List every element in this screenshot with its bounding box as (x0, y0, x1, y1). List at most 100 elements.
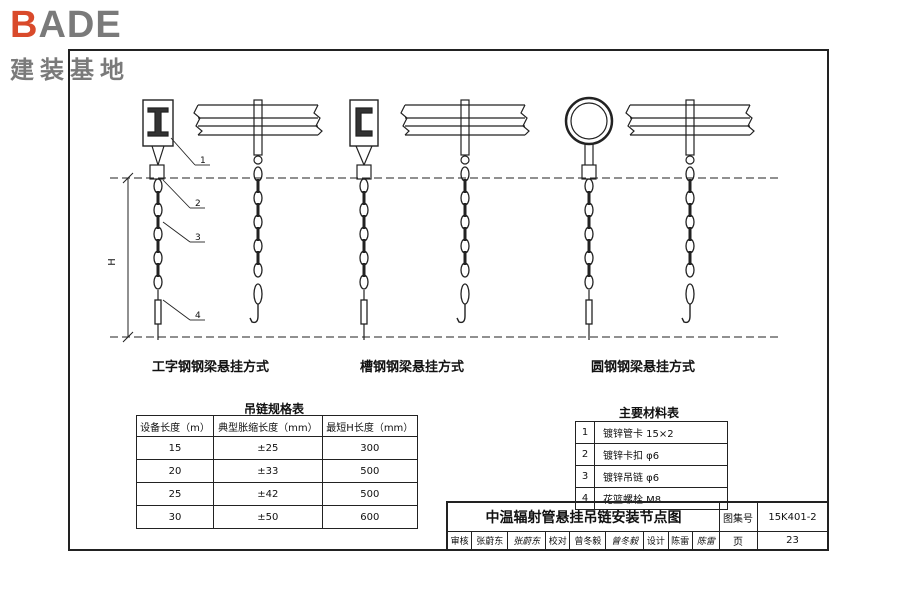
designer-name: 陈雷 (669, 531, 693, 549)
drawing-title: 中温辐射管悬挂吊链安装节点图 (448, 503, 720, 532)
chain-link (685, 283, 695, 305)
channel-clamp (349, 99, 379, 147)
dimension-tick (122, 172, 134, 184)
checker-name: 曾冬毅 (570, 531, 607, 549)
item-number: 4 (575, 487, 595, 510)
page-number: 23 (786, 534, 799, 546)
logo-accent-letter: B (10, 4, 39, 46)
item-desc: 镀锌吊链 φ6 (594, 465, 728, 488)
chain-link (253, 283, 263, 305)
chain-link (153, 250, 163, 266)
chain-link (359, 202, 369, 218)
clamp-wire (355, 145, 365, 166)
channel-section (349, 99, 379, 180)
turnbuckle-channel (360, 290, 368, 340)
chain-link (584, 226, 594, 242)
chain-link (584, 274, 594, 290)
table-cell: ±42 (213, 482, 323, 506)
chain-link (253, 238, 263, 254)
chain-table-title: 吊链规格表 (244, 402, 305, 416)
table-cell: ±25 (213, 436, 323, 460)
hanger-strap (685, 99, 695, 156)
atlas-label: 图集号 (719, 503, 758, 532)
checker-signature: 曾冬毅 (606, 531, 645, 549)
hanger-strap (460, 99, 470, 156)
chain-link (153, 202, 163, 218)
clamp-wire (151, 145, 159, 166)
chain-link (685, 238, 695, 254)
table-cell: 600 (321, 505, 419, 529)
turnbuckle-body (360, 299, 368, 325)
col-header: 最短H长度（mm） (321, 415, 419, 437)
review-label: 审核 (448, 531, 473, 549)
dimension-tick (122, 331, 134, 343)
callout-number: 4 (195, 311, 201, 321)
chain-link (685, 190, 695, 206)
page-label: 页 (719, 531, 758, 549)
strap-eye (685, 155, 695, 165)
table-cell: 500 (321, 482, 419, 506)
channel-side (400, 99, 530, 165)
item-number: 1 (575, 421, 595, 444)
hook-channel (456, 283, 470, 324)
chain-link (253, 214, 263, 230)
table-cell: 20 (135, 459, 215, 483)
chain-link (359, 226, 369, 242)
reviewer-name: 张蔚东 (472, 531, 509, 549)
i-beam-section (142, 99, 174, 180)
item-number: 2 (575, 443, 595, 466)
item-number: 3 (575, 465, 595, 488)
chain-link (253, 166, 263, 182)
clip (581, 164, 597, 180)
chain-right-i (253, 166, 263, 278)
check-label: 校对 (546, 531, 571, 549)
caption-i-beam: 工字钢钢梁悬挂方式 (152, 360, 270, 375)
chain-left-i (153, 178, 163, 290)
chain-link (685, 214, 695, 230)
table-cell: 300 (321, 436, 419, 460)
reviewer-signature: 张蔚东 (508, 531, 547, 549)
chain-link (460, 214, 470, 230)
chain-link (359, 250, 369, 266)
break-line (400, 104, 410, 136)
logo-rest: ADE (38, 4, 122, 46)
chain-link (153, 226, 163, 242)
chain-link (460, 283, 470, 305)
chain-link (460, 238, 470, 254)
design-label: 设计 (644, 531, 669, 549)
hanger-strap (253, 99, 263, 156)
chain-link (460, 166, 470, 182)
table-cell: 25 (135, 482, 215, 506)
brand-logo: BADE (10, 4, 122, 47)
i-beam-side (193, 99, 323, 165)
i-beam-clamp (142, 99, 174, 147)
table-cell: 30 (135, 505, 215, 529)
break-line (520, 104, 530, 136)
clamp-wire (157, 145, 165, 166)
col-header: 典型胀缩长度（mm） (213, 415, 323, 437)
drawing-frame (68, 49, 829, 551)
clip (356, 164, 372, 180)
chain-link (153, 274, 163, 290)
chain-channel (359, 178, 369, 290)
strap-eye (460, 155, 470, 165)
chain-link (685, 166, 695, 182)
material-table-title: 主要材料表 (619, 406, 680, 420)
table-cell: ±33 (213, 459, 323, 483)
hook-i (249, 283, 263, 324)
callout-leader (170, 137, 196, 166)
dimension-label: H (107, 258, 118, 266)
turnbuckle-body (154, 299, 162, 325)
channel-profile (355, 107, 373, 137)
chain-link (359, 178, 369, 194)
chain-link (460, 262, 470, 278)
designer-signature: 陈雷 (696, 536, 715, 547)
chain-channel-side (460, 166, 470, 278)
